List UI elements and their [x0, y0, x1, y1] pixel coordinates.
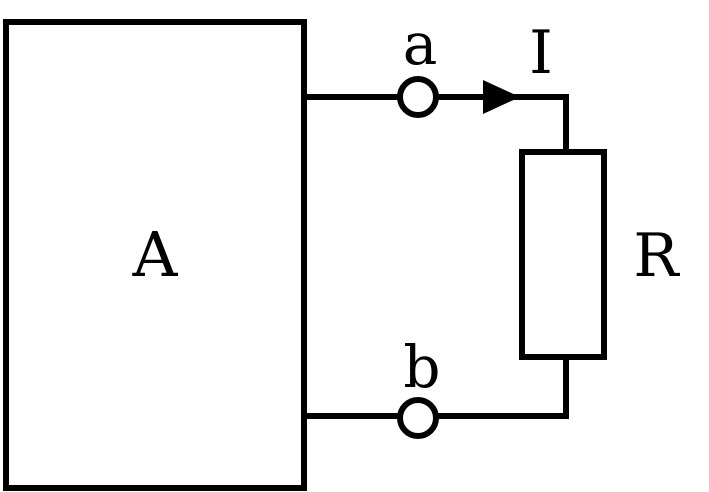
terminal-b-label: b	[403, 333, 440, 401]
terminal-a	[397, 76, 439, 118]
resistor-label: R	[633, 221, 680, 291]
current-label: I	[529, 18, 553, 88]
network-block	[3, 19, 307, 491]
terminal-a-label: a	[403, 10, 438, 78]
current-arrow	[483, 80, 520, 114]
network-label: A	[132, 218, 179, 291]
resistor	[519, 149, 607, 360]
terminal-b	[397, 397, 439, 439]
